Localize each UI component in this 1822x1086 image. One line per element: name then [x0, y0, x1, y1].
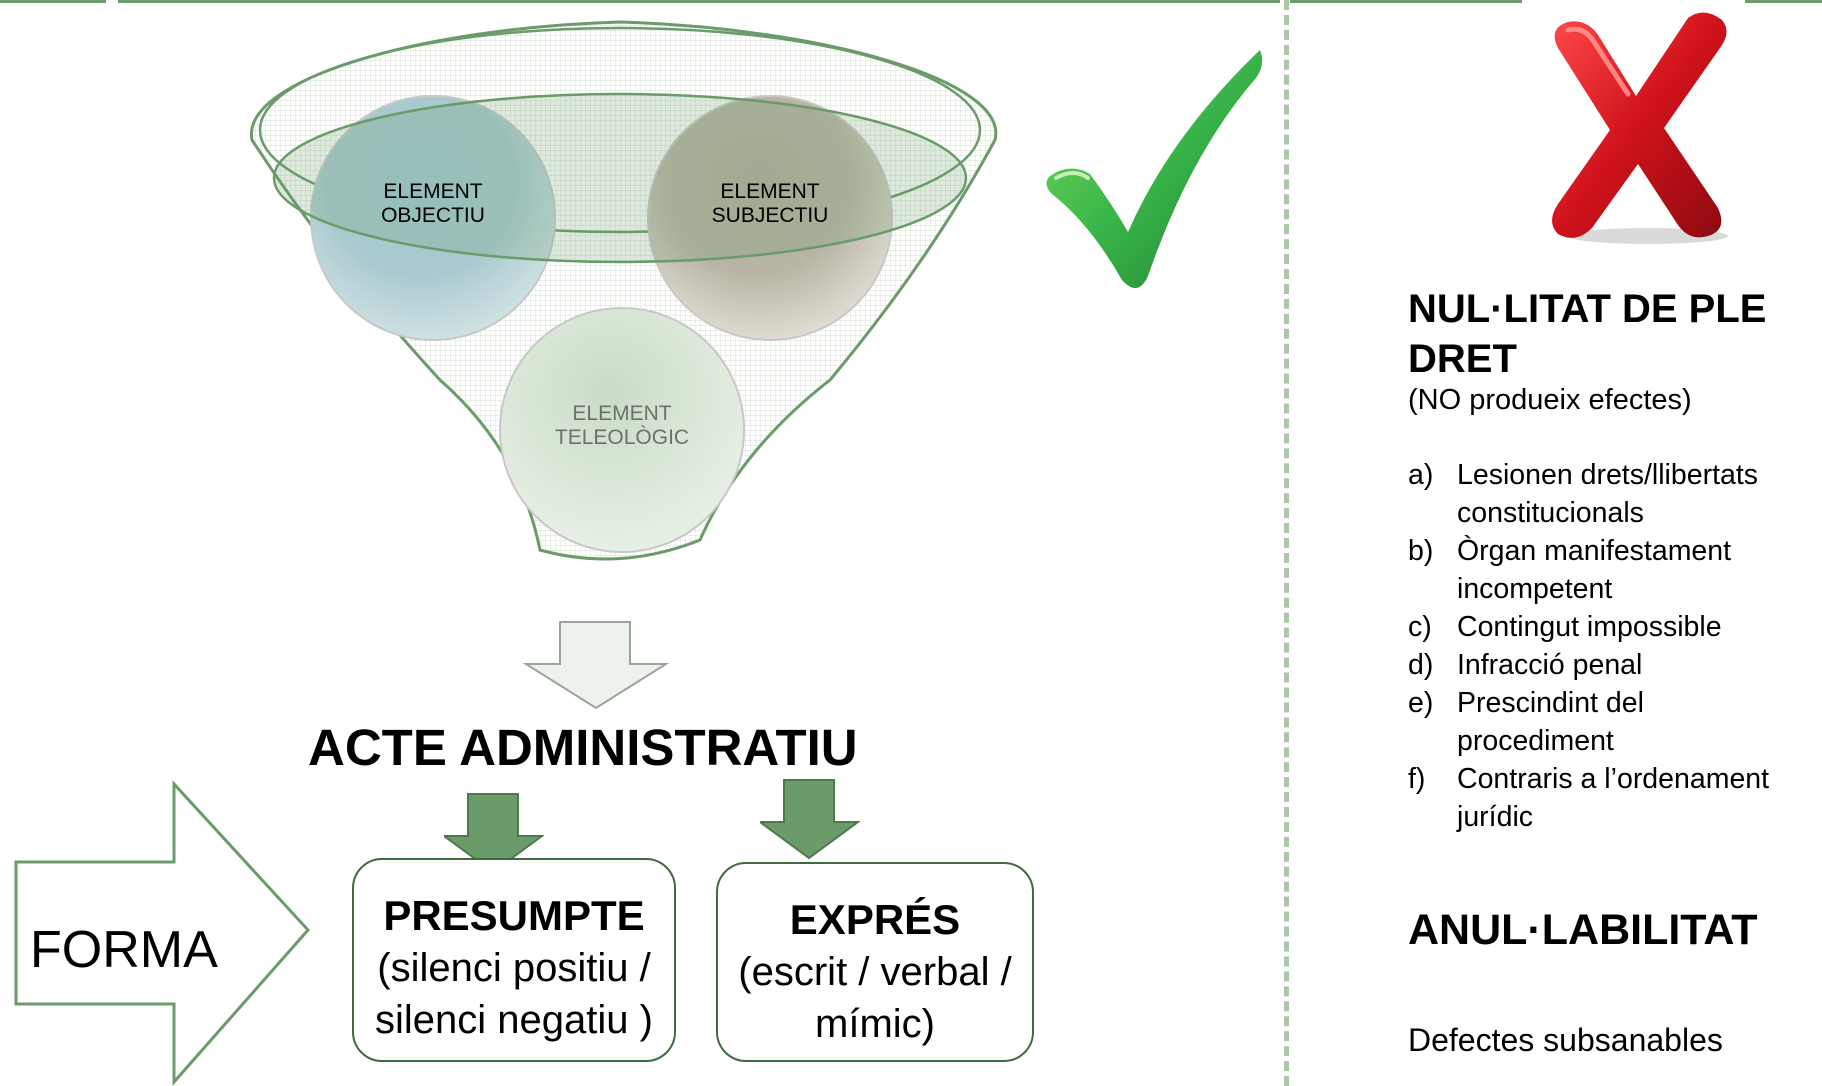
circle-subjectiu-label: ELEMENT SUBJECTIU: [711, 180, 829, 227]
expres-line2: mímic): [815, 1002, 935, 1046]
anulabilitat-text: Defectes subsanables: [1408, 1022, 1723, 1058]
nulitat-title-line2: DRET: [1408, 337, 1517, 381]
presumpte-line1: (silenci positiu /: [377, 946, 651, 990]
expres-line1: (escrit / verbal /: [738, 950, 1012, 994]
top-border-right: [1745, 0, 1822, 3]
expres-box: EXPRÉS (escrit / verbal / mímic): [716, 862, 1034, 1062]
down-arrow-light: [522, 621, 670, 710]
anulabilitat-title: ANUL·LABILITAT: [1408, 906, 1758, 954]
forma-label: FORMA: [30, 921, 218, 979]
presumpte-box: PRESUMPTE (silenci positiu / silenci neg…: [352, 858, 676, 1062]
check-mark-icon: [1046, 50, 1263, 289]
list-item: d)Infracció penal: [1408, 649, 1643, 681]
nulitat-title-line1: NUL·LITAT DE PLE: [1408, 287, 1767, 331]
red-x-icon: [1552, 12, 1728, 244]
circle-teleologic-label: ELEMENT TELEOLÒGIC: [554, 402, 690, 449]
circle-objectiu: [310, 95, 556, 341]
down-arrow-expres: [760, 779, 860, 860]
circle-objectiu-label: ELEMENT OBJECTIU: [381, 180, 485, 227]
nulitat-subtitle: (NO produeix efectes): [1408, 384, 1692, 416]
expres-title: EXPRÉS: [789, 896, 961, 943]
circle-subjectiu: [647, 95, 893, 341]
top-border-main: [118, 0, 1280, 3]
presumpte-title: PRESUMPTE: [383, 892, 645, 939]
green-band: [272, 92, 968, 264]
funnel-diagram: [250, 20, 998, 561]
presumpte-line2: silenci negatiu ): [375, 998, 653, 1042]
top-border-mid: [1290, 0, 1522, 3]
acte-title: ACTE ADMINISTRATIU: [308, 719, 858, 776]
list-item: c)Contingut impossible: [1408, 611, 1722, 643]
top-border-left: [0, 0, 106, 3]
down-arrow-presumpte: [444, 793, 544, 874]
circle-teleologic: [499, 307, 745, 553]
forma-arrow: [14, 780, 311, 1086]
dashed-divider: [1284, 0, 1289, 1086]
